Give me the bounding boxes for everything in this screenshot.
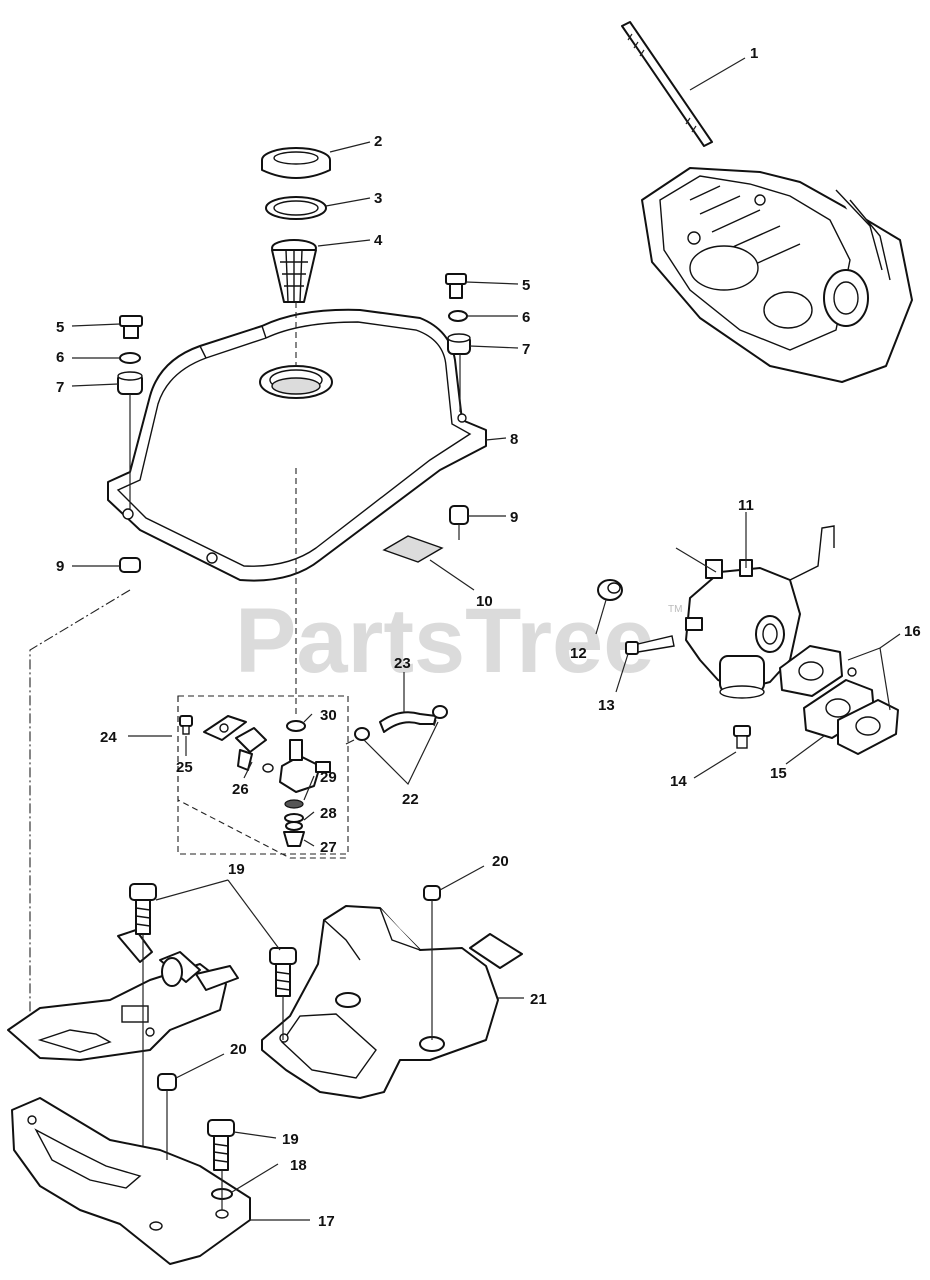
part-6-washer-right[interactable]	[448, 310, 468, 322]
throttle-control[interactable]	[7, 929, 239, 1061]
cylinder-head[interactable]	[641, 167, 913, 383]
part-13-screw[interactable]	[625, 635, 675, 655]
part-23-fuel-line[interactable]	[379, 711, 437, 733]
callout-5-right: 5	[522, 277, 530, 294]
callout-6-right: 6	[522, 309, 530, 326]
callout-29: 29	[320, 769, 337, 786]
callout-27: 27	[320, 839, 337, 856]
callout-15: 15	[770, 765, 787, 782]
part-30-washer[interactable]	[286, 720, 306, 732]
callout-10: 10	[476, 593, 493, 610]
callout-6-left: 6	[56, 349, 64, 366]
callout-20-lower: 20	[230, 1041, 247, 1058]
fuel-valve-body[interactable]	[279, 739, 331, 793]
part-29-gasket[interactable]	[284, 799, 304, 809]
part-10-label[interactable]	[382, 535, 444, 563]
part-28-filter[interactable]	[284, 813, 304, 831]
part-1-stud[interactable]	[621, 21, 713, 147]
fuel-valve-box	[177, 695, 349, 855]
callout-25: 25	[176, 759, 193, 776]
callout-28: 28	[320, 805, 337, 822]
callout-3: 3	[374, 190, 382, 207]
callout-9-left: 9	[56, 558, 64, 575]
fuel-valve-plate[interactable]	[203, 715, 247, 741]
part-14-screw[interactable]	[733, 725, 751, 749]
callout-19-upper: 19	[228, 861, 245, 878]
callout-21: 21	[530, 991, 547, 1008]
callout-4: 4	[374, 232, 383, 249]
callout-1: 1	[750, 45, 758, 62]
part-8-fuel-tank[interactable]	[107, 308, 487, 582]
part-27-cup[interactable]	[283, 831, 305, 847]
part-17-support-bracket[interactable]	[11, 1097, 251, 1265]
part-4-strainer[interactable]	[271, 239, 317, 303]
part-19-bolt-left[interactable]	[129, 883, 157, 935]
callout-30: 30	[320, 707, 337, 724]
tank-to-bracket-dashdot-line	[29, 589, 131, 1040]
callout-22: 22	[402, 791, 419, 808]
part-21-tank-bracket[interactable]	[261, 905, 523, 1099]
callout-17: 17	[318, 1213, 335, 1230]
callout-5-left: 5	[56, 319, 64, 336]
part-16-gasket-b[interactable]	[837, 699, 899, 755]
part-9-collar-right[interactable]	[449, 505, 469, 525]
watermark: PartsTree	[235, 590, 654, 692]
callout-24: 24	[100, 729, 117, 746]
callout-14: 14	[670, 773, 687, 790]
callout-11: 11	[738, 497, 754, 514]
part-19-bolt-middle[interactable]	[269, 947, 297, 997]
part-26-lever[interactable]	[235, 727, 274, 773]
part-9-collar-left[interactable]	[119, 557, 141, 573]
callout-13: 13	[598, 697, 615, 714]
callout-8: 8	[510, 431, 518, 448]
part-11-carburetor[interactable]	[675, 525, 835, 699]
callout-18: 18	[290, 1157, 307, 1174]
fuel-valve-box-diag	[177, 696, 348, 859]
part-7-grommet-left[interactable]	[117, 371, 143, 395]
callout-20-upper: 20	[492, 853, 509, 870]
callout-26: 26	[232, 781, 249, 798]
part-16-gasket-a[interactable]	[779, 645, 843, 697]
part-5-bolt-left[interactable]	[119, 315, 143, 339]
part-22-clamp-right[interactable]	[432, 705, 448, 727]
callout-2: 2	[374, 133, 382, 150]
part-12-cap[interactable]	[597, 579, 623, 601]
callout-7-left: 7	[56, 379, 64, 396]
callout-7-right: 7	[522, 341, 530, 358]
part-20-plug-lower[interactable]	[157, 1073, 177, 1091]
callouts: 1 2 3 4 5 5 6 6 7 7 8 9 9 10 11 12 13 14…	[56, 45, 921, 1230]
part-22-clamp-left[interactable]	[345, 727, 370, 745]
leader-lines	[71, 57, 901, 1221]
watermark-trademark: TM	[668, 604, 682, 615]
callout-9-right: 9	[510, 509, 518, 526]
part-7-grommet-right[interactable]	[447, 333, 471, 355]
callout-16: 16	[904, 623, 921, 640]
callout-12: 12	[570, 645, 587, 662]
part-5-bolt-right[interactable]	[445, 273, 467, 299]
part-19-bolt-lower[interactable]	[207, 1119, 235, 1171]
part-6-washer-left[interactable]	[119, 352, 141, 364]
callout-19-lower: 19	[282, 1131, 299, 1148]
part-25-screw[interactable]	[179, 715, 193, 735]
part-3-gasket[interactable]	[265, 196, 327, 220]
part-2-fuel-cap[interactable]	[261, 147, 331, 179]
callout-23: 23	[394, 655, 411, 672]
part-20-plug-upper[interactable]	[423, 885, 441, 901]
